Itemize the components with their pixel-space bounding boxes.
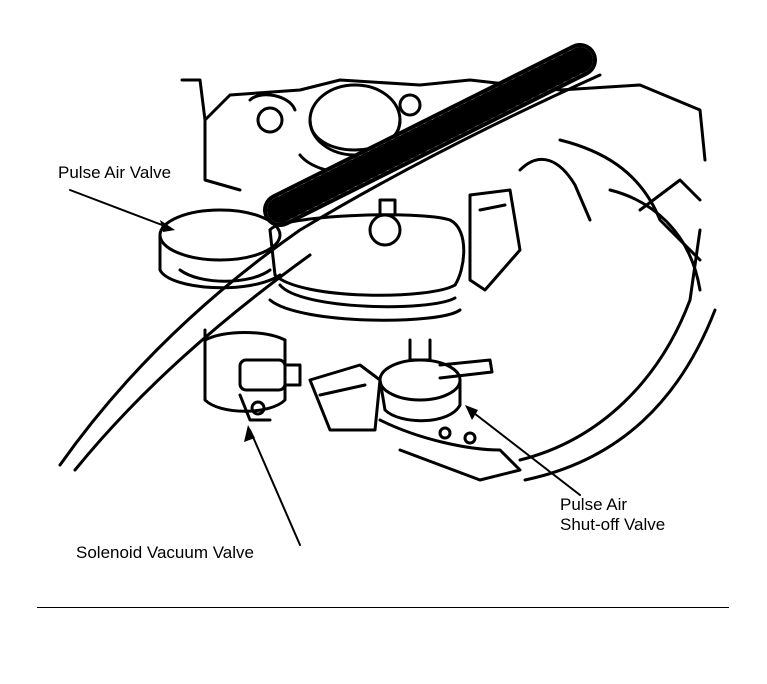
shutoff-label-line2: Shut-off Valve xyxy=(560,515,666,534)
pulse-air-shutoff-valve-label: Pulse Air Shut-off Valve xyxy=(560,495,665,535)
right-lines xyxy=(518,228,717,482)
leader-arrowheads xyxy=(160,220,478,442)
solenoid-vacuum-valve xyxy=(203,328,302,422)
smooth-hose xyxy=(58,73,602,472)
shutoff-label-line1: Pulse Air xyxy=(560,495,628,514)
bottom-divider xyxy=(37,607,729,608)
manifold-block xyxy=(268,188,522,322)
pulse-air-valve-label: Pulse Air Valve xyxy=(58,163,172,182)
pulse-air-shutoff-valve xyxy=(308,338,522,482)
pulse-air-valve-body xyxy=(158,208,282,290)
leader-lines xyxy=(69,189,581,546)
corrugated-hose xyxy=(263,43,597,227)
engine-housing xyxy=(180,78,707,292)
solenoid-vacuum-valve-label: Solenoid Vacuum Valve xyxy=(76,543,254,562)
